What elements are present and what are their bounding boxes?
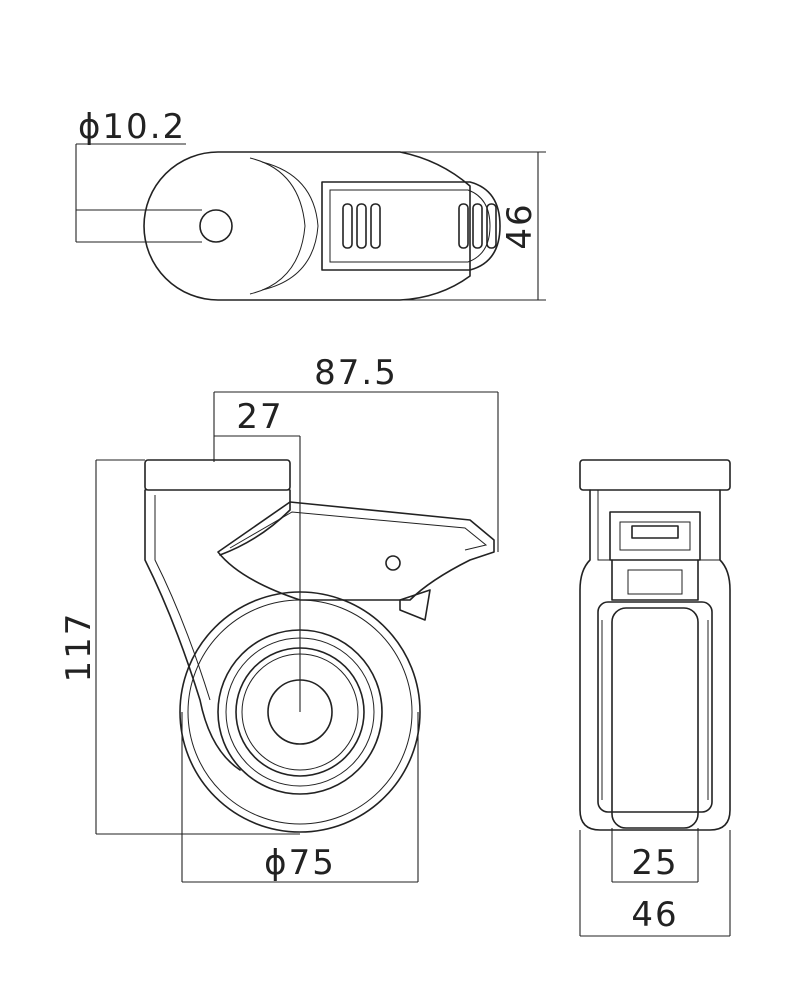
top-depth-label: 46 (500, 202, 540, 249)
mount-offset-label: 27 (236, 397, 283, 437)
top-view: ϕ10.2 46 (75, 107, 546, 301)
side-view: 87.5 27 117 ϕ75 (59, 353, 499, 883)
front-view: 25 46 (579, 459, 731, 937)
axle-bore-label: ϕ10.2 (78, 107, 186, 147)
overall-width-label: 87.5 (314, 353, 398, 393)
tread-width-label: 25 (631, 843, 678, 883)
body-width-label: 46 (631, 895, 678, 935)
wheel-diameter-label: ϕ75 (264, 843, 336, 883)
overall-height-label: 117 (59, 612, 99, 683)
